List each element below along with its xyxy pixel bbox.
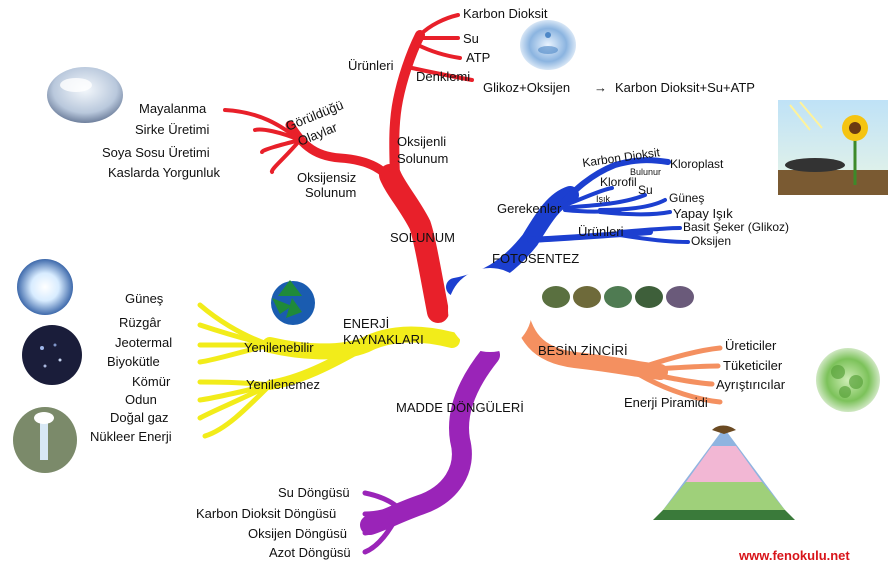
site-url[interactable]: www.fenokulu.net [738,548,850,563]
madde-item: Karbon Dioksit Döngüsü [196,506,336,521]
energy-pyramid-icon [653,425,795,520]
oksijen-label: Oksijen [691,234,731,248]
yenilenemez-label: Yenilenemez [246,377,320,392]
solunum-urunleri-label: Ürünleri [348,58,394,73]
solunum-sonuc-label: Karbon Dioksit+Su+ATP [615,80,755,95]
water-drop-icon [520,20,576,70]
oksijenli-line1: Oksijenli [397,134,446,149]
madde-item: Azot Döngüsü [269,545,351,560]
oksijensiz-line2: Solunum [305,185,356,200]
glass-sphere-icon [47,67,123,123]
madde-branches [360,345,500,555]
isik-label: Işık [596,194,611,204]
seker-label: Basit Şeker (Glikoz) [683,220,789,234]
oksijensiz-line1: Oksijensiz [297,170,356,185]
yenilenemez-item: Doğal gaz [110,410,169,425]
besin-item: Enerji Piramidi [624,395,708,410]
bulunur-label: Bulunur [630,167,661,177]
food-chain-strip-icon [542,286,694,308]
sun-icon [17,259,73,315]
besin-item: Üreticiler [725,338,777,353]
foto-su-label: Su [638,183,653,197]
yenilenebilir-item: Jeotermal [115,335,172,350]
yenilenebilir-label: Yenilenebilir [244,340,314,355]
bacteria-icon [816,348,880,412]
yenilenebilir-item: Biyokütle [107,354,160,369]
fotosentez-hub-label: FOTOSENTEZ [492,251,579,266]
olay-item: Kaslarda Yorgunluk [108,165,221,180]
solunum-karbon-label: Karbon Dioksit [463,6,548,21]
madde-item: Oksijen Döngüsü [248,526,347,541]
klorofil-label: Klorofil [600,175,637,189]
galaxy-icon [22,325,82,385]
enerji-hub-line1: ENERJİ [343,316,389,331]
besin-item: Tüketiciler [723,358,783,373]
central-hub [448,268,532,352]
gunes-foto-label: Güneş [669,191,704,205]
yapay-isik-label: Yapay Işık [673,206,733,221]
kloroplast-label: Kloroplast [670,157,724,171]
yenilenemez-item: Nükleer Enerji [90,429,172,444]
enerji-hub-line2: KAYNAKLARI [343,332,424,347]
solunum-glikoz-label: Glikoz+Oksijen [483,80,570,95]
yenilenebilir-item: Rüzgâr [119,315,162,330]
sunflower-icon [778,100,888,195]
gerekenler-label: Gerekenler [497,201,562,216]
yenilenemez-item: Odun [125,392,157,407]
olay-item: Sirke Üretimi [135,122,210,137]
yenilenebilir-item: Güneş [125,291,164,306]
geyser-icon [13,407,77,473]
solunum-denklemi-label: Denklemi [416,69,470,84]
yenilenemez-item: Kömür [132,374,171,389]
urunleri-label: Ürünleri [578,224,624,239]
olay-item: Soya Sosu Üretimi [102,145,210,160]
olay-item: Mayalanma [139,101,207,116]
besin-item: Ayrıştırıcılar [716,377,786,392]
madde-hub-label: MADDE DÖNGÜLERİ [396,400,524,415]
reaction-arrow-icon: → [594,80,607,95]
solunum-hub-label: SOLUNUM [390,230,455,245]
fotosentez-branches [446,157,690,296]
solunum-atp-label: ATP [466,50,490,65]
recycle-icon [271,280,315,325]
oksijenli-line2: Solunum [397,151,448,166]
madde-item: Su Döngüsü [278,485,350,500]
solunum-su-label: Su [463,31,479,46]
besin-hub-label: BESİN ZİNCİRİ [538,343,628,358]
solunum-branches [223,13,474,323]
enerji-branches [197,302,460,439]
